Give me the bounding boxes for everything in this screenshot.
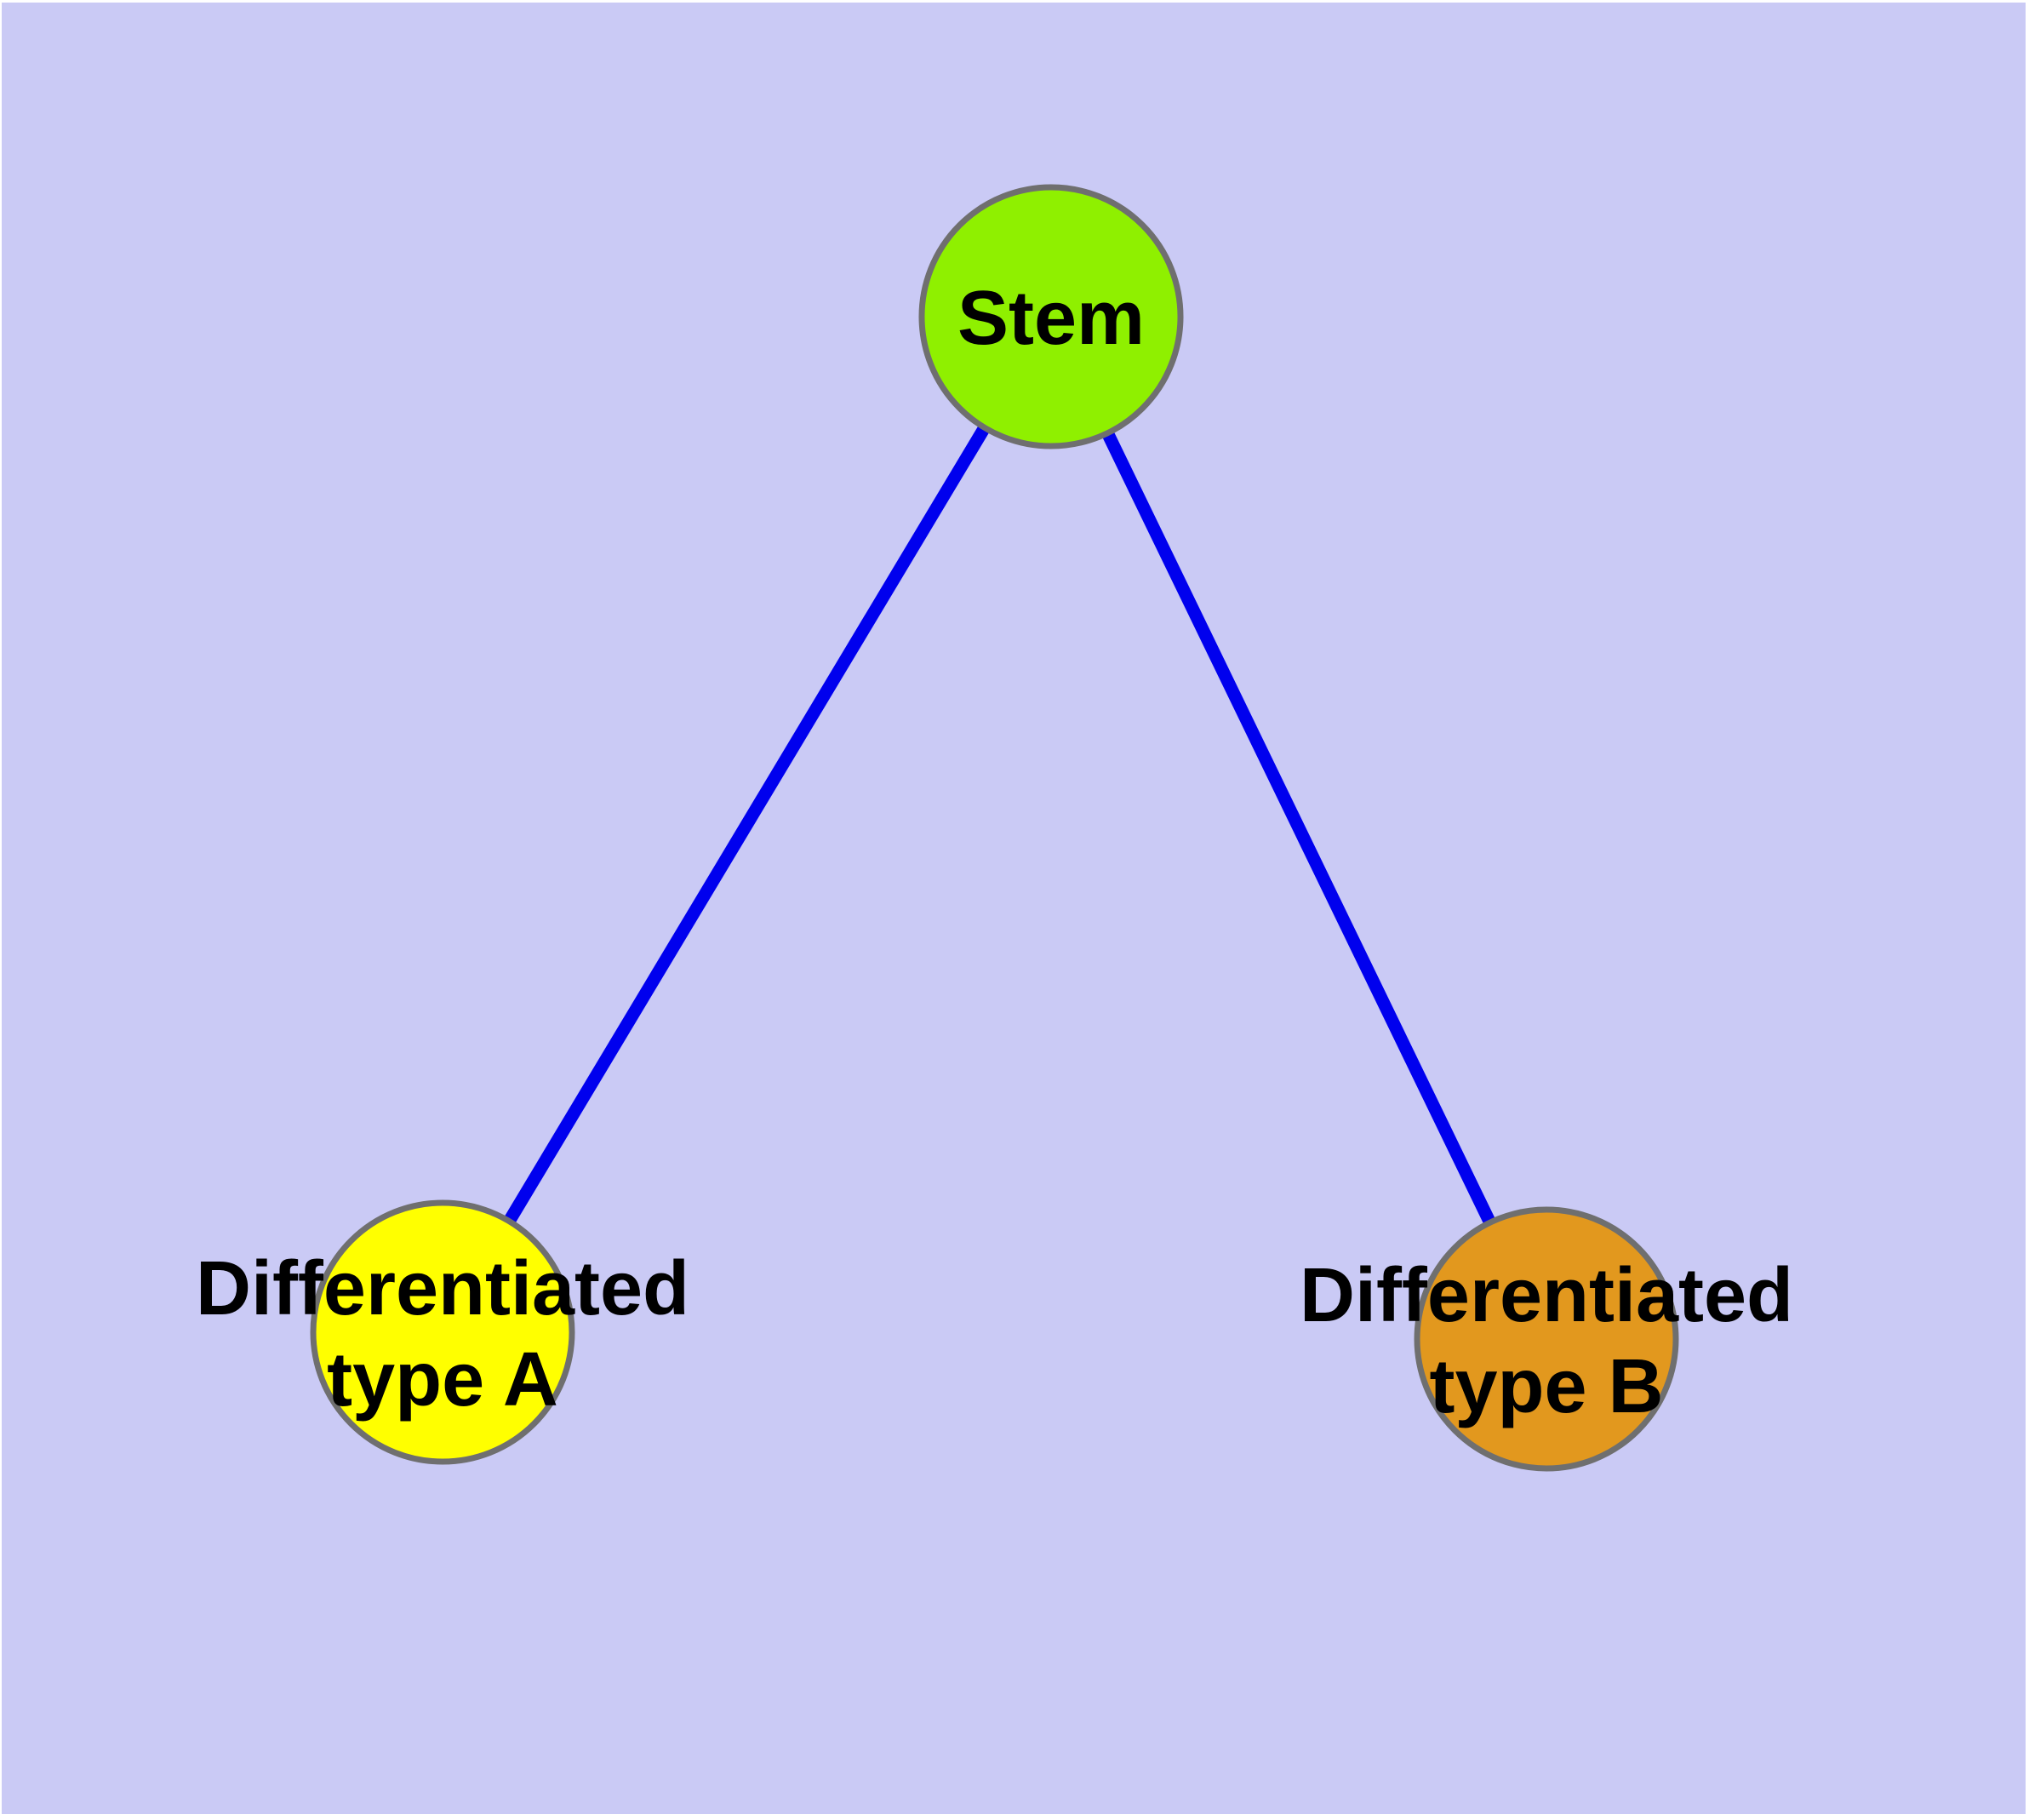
stem-node-label: Stem	[957, 276, 1145, 361]
type-b-node-label-line1: Differentiated	[1300, 1253, 1793, 1338]
type-b-node-label-line2: type B	[1429, 1344, 1663, 1429]
edge-stem-to-type-b	[1045, 313, 1552, 1342]
node-differentiated-type-a: Differentiated type A	[196, 1199, 689, 1465]
node-stem: Stem	[918, 184, 1184, 449]
type-a-node-circle	[310, 1199, 575, 1465]
edge-stem-to-type-a	[437, 313, 1057, 1336]
edge-layer	[437, 313, 1552, 1342]
type-a-node-label-line1: Differentiated	[196, 1246, 689, 1331]
type-a-node-label-line2: type A	[327, 1337, 558, 1422]
stem-node-circle	[918, 184, 1184, 449]
type-b-node-circle	[1414, 1206, 1679, 1472]
node-differentiated-type-b: Differentiated type B	[1300, 1206, 1793, 1472]
